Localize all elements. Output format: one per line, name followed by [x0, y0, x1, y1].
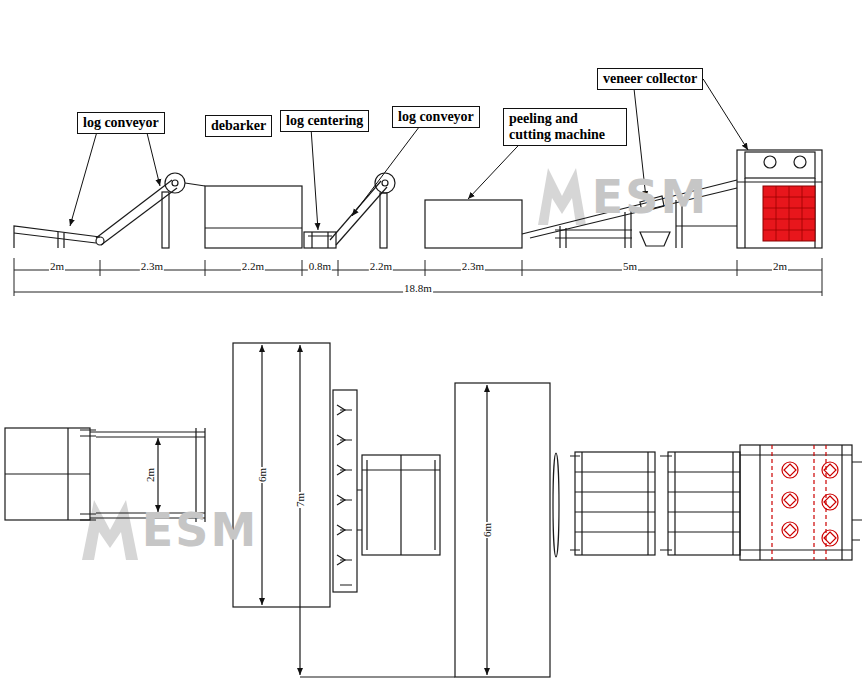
red-veneer-stack	[763, 186, 815, 241]
label-box: debarker	[205, 115, 272, 137]
red-plan-parts	[772, 445, 838, 560]
dimension-label: 2.3m	[461, 260, 485, 272]
dimension-label: 6m	[256, 467, 268, 483]
watermark-logo	[82, 168, 586, 560]
dimension-label: 0.8m	[308, 260, 332, 272]
dimension-label: 7m	[294, 492, 306, 508]
dimension-lines	[14, 258, 822, 296]
label-box: veneer collector	[597, 68, 703, 90]
leader-line	[352, 128, 418, 216]
label-text: log conveyor	[398, 109, 474, 125]
dimension-label: 5m	[622, 260, 638, 272]
leader-line	[311, 132, 318, 230]
dimension-label: 18.8m	[403, 282, 433, 294]
label-box: log conveyor	[77, 112, 165, 134]
leader-line	[70, 134, 96, 226]
dimension-label: 2m	[772, 260, 788, 272]
dimension-label: 2m	[49, 260, 65, 272]
label-box: peeling and cutting machine	[503, 108, 627, 146]
dimension-label: 2m	[144, 467, 156, 483]
label-text: peeling and cutting machine	[509, 111, 621, 143]
label-box: log centering	[280, 110, 369, 132]
label-text: log conveyor	[83, 115, 159, 131]
dimension-label: 2.2m	[241, 260, 265, 272]
leader-lines	[70, 79, 748, 230]
leader-line	[147, 134, 160, 186]
label-box: log conveyor	[392, 106, 480, 128]
side-view	[14, 150, 822, 248]
label-text: log centering	[286, 113, 363, 129]
label-text: veneer collector	[603, 71, 697, 87]
leader-line	[468, 146, 518, 199]
plan-view	[5, 343, 862, 677]
dimension-label: 2.2m	[369, 260, 393, 272]
dimension-label: 2.3m	[140, 260, 164, 272]
label-text: debarker	[211, 118, 266, 134]
watermark: ESM	[592, 173, 708, 221]
dimension-label: 6m	[481, 522, 493, 538]
leader-line	[703, 79, 748, 150]
watermark: ESM	[142, 506, 258, 554]
